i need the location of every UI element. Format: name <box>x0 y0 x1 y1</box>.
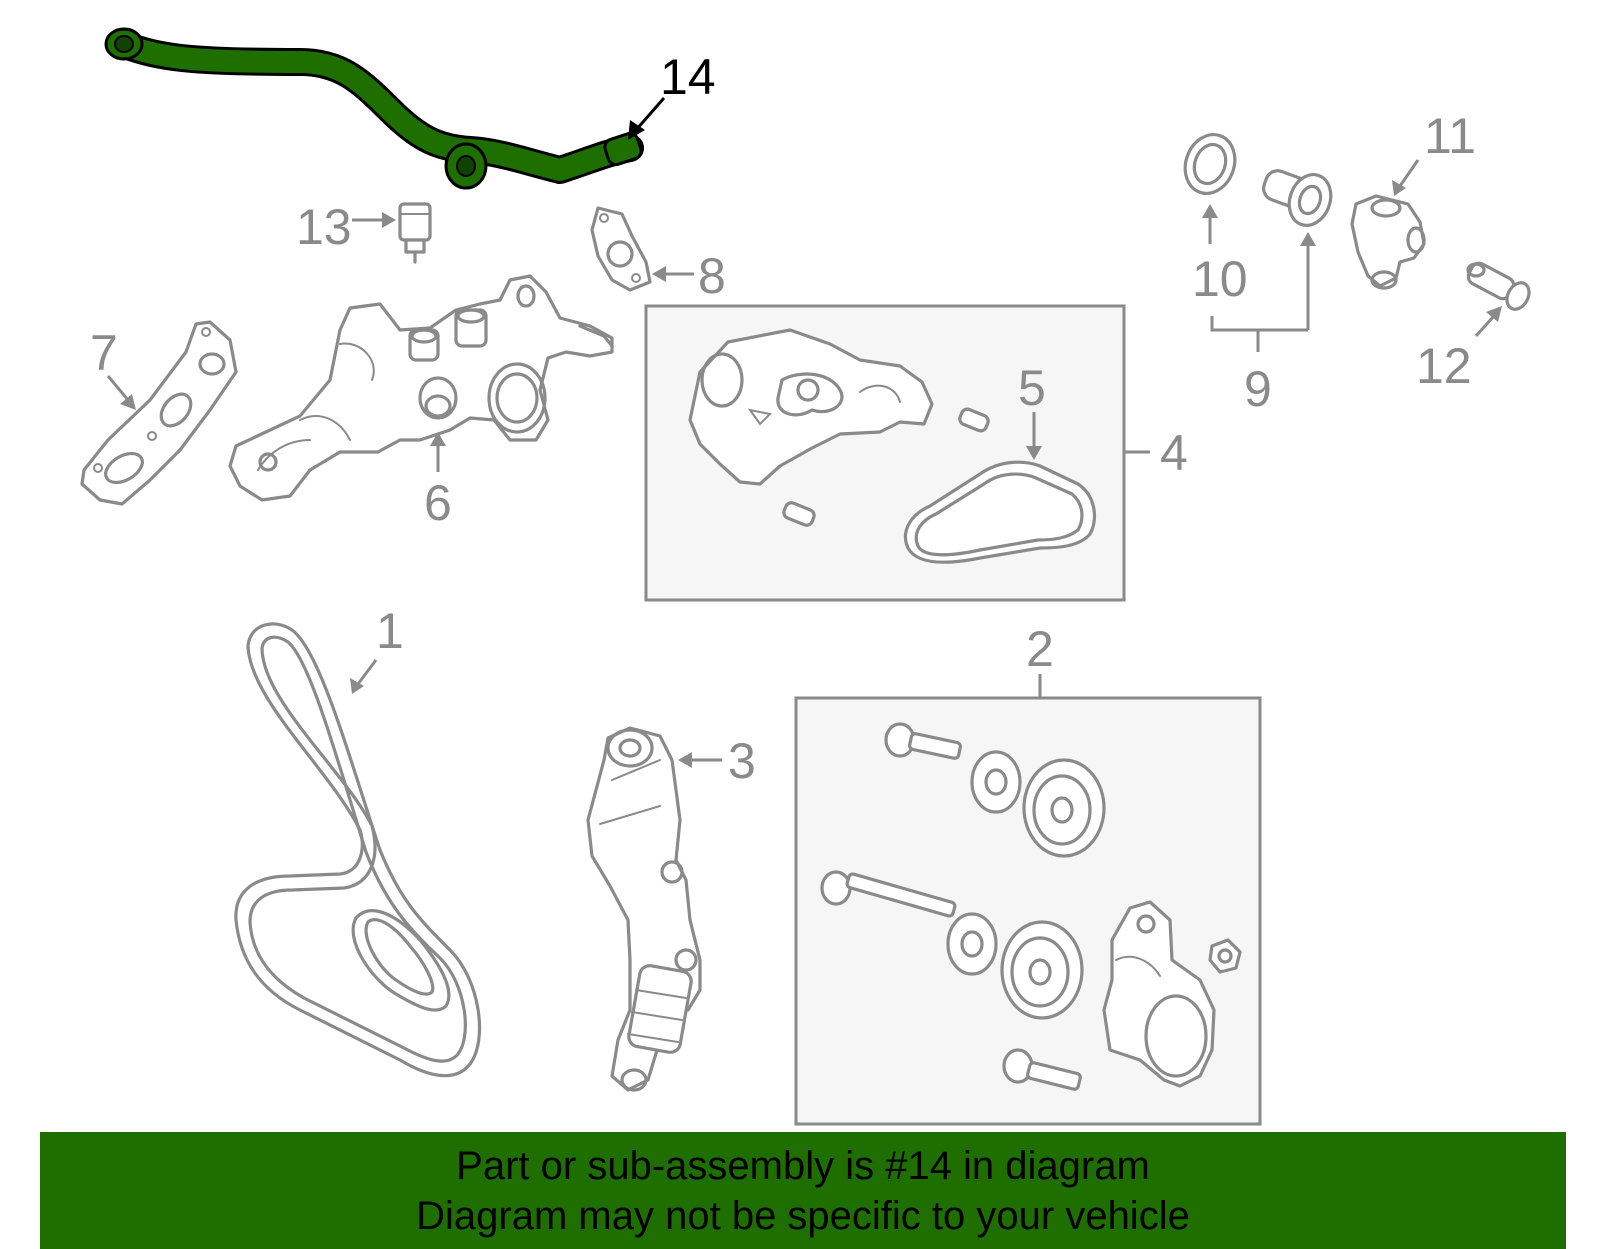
callout-9: 9 <box>1210 232 1316 417</box>
part-11-housing[interactable] <box>1350 194 1426 290</box>
callout-6-label: 6 <box>424 475 452 531</box>
callout-13-label: 13 <box>296 199 352 255</box>
part-3-tensioner[interactable] <box>586 726 702 1092</box>
part-13-sensor[interactable] <box>398 202 432 264</box>
callout-5: 5 <box>1018 360 1046 460</box>
callout-12-label: 12 <box>1416 338 1472 394</box>
part-9-fitting[interactable] <box>1260 167 1337 231</box>
banner-line-1: Part or sub-assembly is #14 in diagram <box>456 1143 1150 1188</box>
part-1-belt[interactable] <box>234 622 482 1078</box>
callout-8: 8 <box>652 248 726 304</box>
part-12-sensor[interactable] <box>1466 260 1534 313</box>
part-4-water-pump[interactable] <box>688 328 990 527</box>
callout-8-label: 8 <box>698 248 726 304</box>
callout-11-label: 11 <box>1424 108 1476 164</box>
callout-1: 1 <box>350 603 404 694</box>
callout-3: 3 <box>678 733 756 789</box>
callout-7: 7 <box>90 325 136 410</box>
callout-1-label: 1 <box>376 603 404 659</box>
info-banner: Part or sub-assembly is #14 in diagram D… <box>40 1132 1566 1249</box>
callout-10-label: 10 <box>1192 251 1248 307</box>
callout-2: 2 <box>1026 621 1054 698</box>
callout-10: 10 <box>1192 204 1248 307</box>
part-7-plate[interactable] <box>80 320 238 506</box>
part-2-pulley-kit[interactable] <box>820 722 1242 1091</box>
callout-6: 6 <box>424 432 452 531</box>
callout-5-label: 5 <box>1018 360 1046 416</box>
part-6-housing[interactable] <box>228 274 614 502</box>
callout-2-label: 2 <box>1026 621 1054 677</box>
callout-12: 12 <box>1416 306 1502 394</box>
callout-4-label: 4 <box>1160 425 1188 481</box>
callout-11: 11 <box>1392 108 1476 196</box>
part-10-ring[interactable] <box>1177 128 1243 201</box>
part-5-gasket[interactable] <box>903 460 1097 564</box>
callout-14-label: 14 <box>660 49 716 105</box>
banner-line-2: Diagram may not be specific to your vehi… <box>416 1193 1190 1238</box>
callout-13: 13 <box>296 199 396 255</box>
part-14-hose[interactable] <box>104 27 644 190</box>
callout-7-label: 7 <box>90 325 118 381</box>
callout-4: 4 <box>1124 425 1188 481</box>
callout-9-label: 9 <box>1244 361 1272 417</box>
callout-14: 14 <box>628 49 716 140</box>
callout-3-label: 3 <box>728 733 756 789</box>
part-8-gasket[interactable] <box>590 206 652 292</box>
